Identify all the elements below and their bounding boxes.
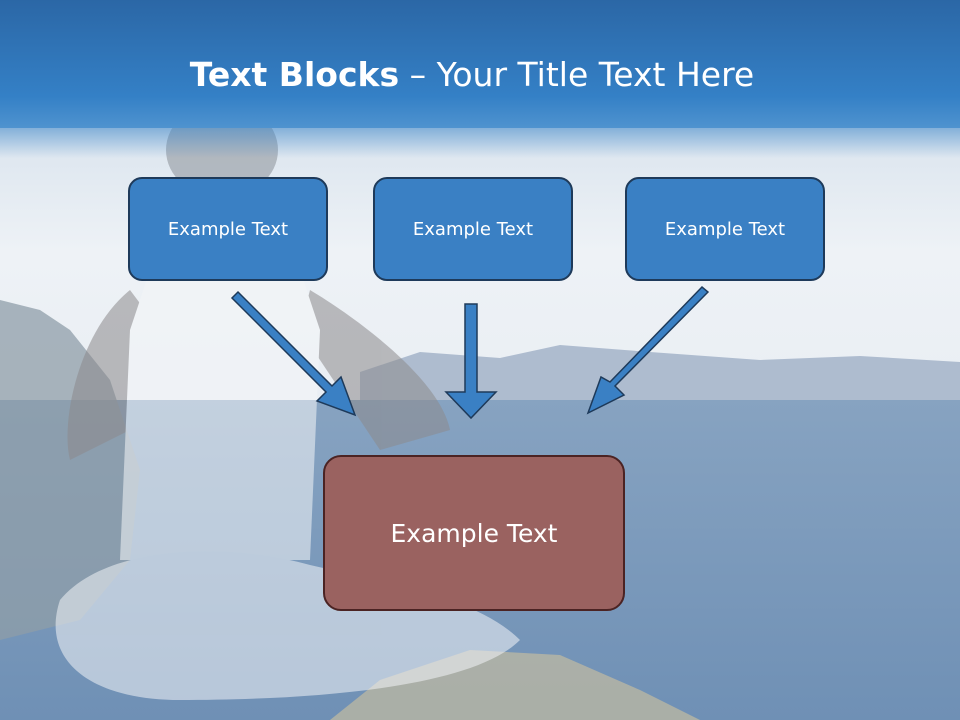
arrow-left-icon	[230, 290, 357, 417]
title-dash: –	[409, 55, 427, 94]
arrow-middle-icon	[444, 303, 498, 420]
text-block-2-label: Example Text	[412, 218, 534, 240]
header-band	[0, 0, 960, 128]
target-text-block-label: Example Text	[390, 518, 558, 548]
text-block-3-label: Example Text	[664, 218, 786, 240]
title-bold: Text Blocks	[189, 55, 400, 94]
text-block-1[interactable]: Example Text	[128, 177, 328, 281]
title-rest: Your Title Text Here	[436, 55, 755, 94]
header-fade	[0, 128, 960, 158]
distant-hills	[360, 345, 960, 402]
text-block-3[interactable]: Example Text	[625, 177, 825, 281]
target-text-block[interactable]: Example Text	[323, 455, 625, 611]
text-block-2[interactable]: Example Text	[373, 177, 573, 281]
arrow-right-icon	[586, 285, 710, 415]
text-block-1-label: Example Text	[167, 218, 289, 240]
slide-title: Text Blocks – Your Title Text Here	[0, 52, 944, 98]
